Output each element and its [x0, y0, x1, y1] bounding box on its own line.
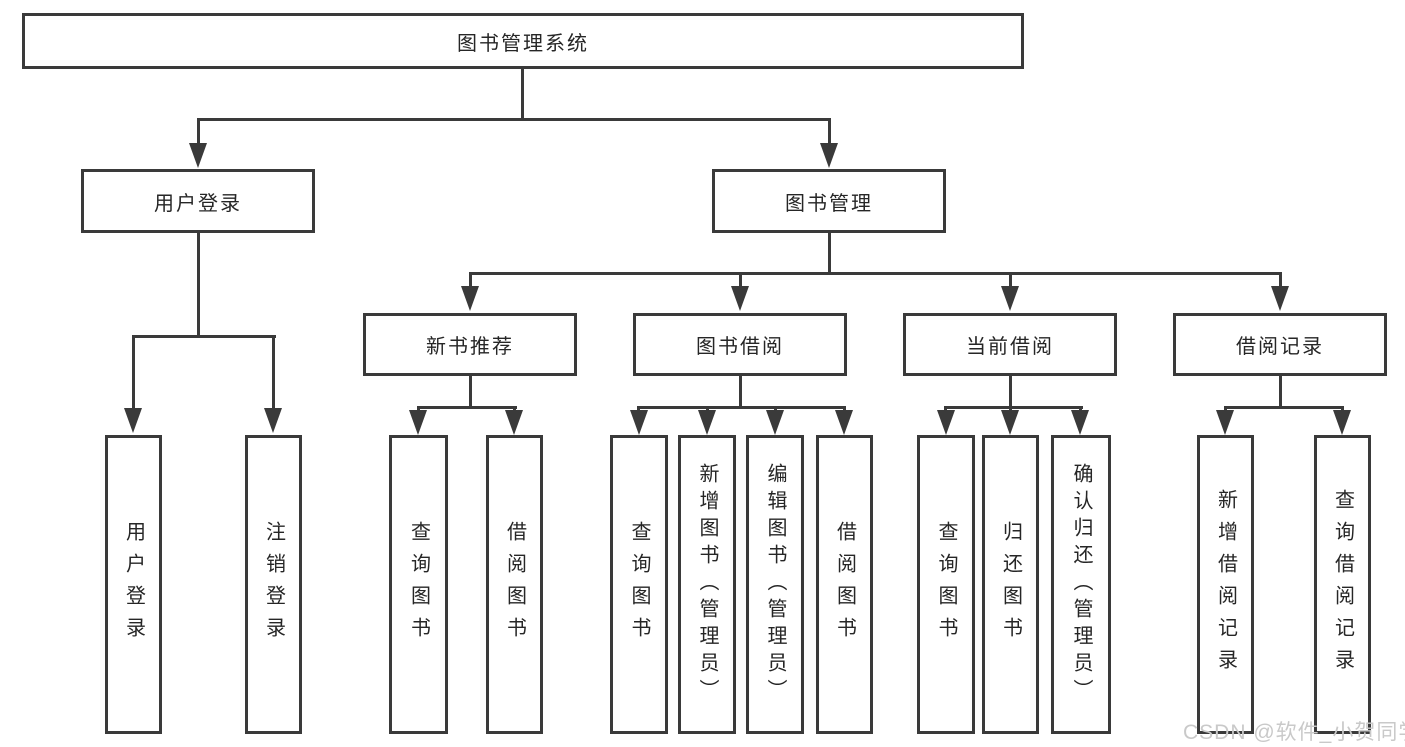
- node-leaf-query-borrow-record: 查询借阅记录: [1314, 435, 1371, 734]
- node-label: 归还图书: [999, 520, 1022, 649]
- node-leaf-add-borrow-record: 新增借阅记录: [1197, 435, 1254, 734]
- arrowhead-to-leaf-edit-books: [766, 410, 784, 435]
- connector-login-drop-2: [272, 335, 275, 410]
- node-label: 查询图书: [407, 520, 430, 649]
- node-borrow-records: 借阅记录: [1173, 313, 1387, 376]
- connector-mgmt-drop-4: [1279, 272, 1282, 287]
- arrowhead-to-leaf-return: [1001, 410, 1019, 435]
- connector-mgmt-stem: [828, 233, 831, 275]
- node-label: 新增借阅记录: [1214, 488, 1237, 681]
- node-label: 借阅图书: [833, 520, 856, 649]
- arrowhead-to-leaf-add-record: [1216, 410, 1234, 435]
- connector-borrow-stem: [739, 376, 742, 409]
- node-leaf-return-books: 归还图书: [982, 435, 1039, 734]
- arrowhead-to-borrow-records: [1271, 286, 1289, 311]
- connector-current-stem: [1009, 376, 1012, 409]
- csdn-watermark: CSDN @软件_小贺同学: [1183, 721, 1405, 744]
- node-new-book-recommend: 新书推荐: [363, 313, 577, 376]
- node-leaf-borrow-books: 借阅图书: [816, 435, 873, 734]
- arrowhead-to-leaf-query-3: [937, 410, 955, 435]
- connector-root-bar: [197, 118, 831, 121]
- arrowhead-to-leaf-query-1: [409, 410, 427, 435]
- connector-login-stem: [197, 233, 200, 337]
- node-label: 新书推荐: [426, 336, 514, 358]
- node-leaf-logout: 注销登录: [245, 435, 302, 734]
- arrowhead-to-book-borrow: [731, 286, 749, 311]
- node-label: 确认归还（管理员）: [1070, 463, 1092, 706]
- connector-records-stem: [1279, 376, 1282, 409]
- connector-current-bar: [944, 406, 1083, 409]
- node-leaf-add-books-admin: 新增图书（管理员）: [678, 435, 736, 734]
- node-book-management: 图书管理: [712, 169, 946, 233]
- arrowhead-to-leaf-query-2: [630, 410, 648, 435]
- node-library-system: 图书管理系统: [22, 13, 1024, 69]
- node-label: 注销登录: [262, 520, 285, 649]
- node-leaf-edit-books-admin: 编辑图书（管理员）: [746, 435, 804, 734]
- connector-root-stem: [521, 67, 524, 121]
- arrowhead-to-leaf-borrow-1: [505, 410, 523, 435]
- node-leaf-confirm-return-admin: 确认归还（管理员）: [1051, 435, 1111, 734]
- node-label: 用户登录: [122, 520, 145, 649]
- node-leaf-query-books-recommend: 查询图书: [389, 435, 448, 734]
- node-label: 用户登录: [154, 192, 242, 215]
- node-leaf-borrow-books-recommend: 借阅图书: [486, 435, 543, 734]
- node-user-login: 用户登录: [81, 169, 315, 233]
- connector-mgmt-bar: [469, 272, 1282, 275]
- arrowhead-to-leaf-user-login: [124, 408, 142, 433]
- connector-root-drop-right: [828, 118, 831, 146]
- node-book-borrow: 图书借阅: [633, 313, 847, 376]
- arrowhead-to-leaf-add-books: [698, 410, 716, 435]
- connector-root-drop-left: [197, 118, 200, 146]
- node-leaf-query-books-borrow: 查询图书: [610, 435, 668, 734]
- node-label: 图书管理: [785, 192, 873, 215]
- arrowhead-to-leaf-borrow-2: [835, 410, 853, 435]
- connector-borrow-bar: [637, 406, 846, 409]
- connector-mgmt-drop-1: [469, 272, 472, 287]
- node-label: 当前借阅: [966, 336, 1054, 358]
- connector-records-bar: [1224, 406, 1344, 409]
- arrowhead-to-leaf-query-record: [1333, 410, 1351, 435]
- node-current-borrow: 当前借阅: [903, 313, 1117, 376]
- arrowhead-to-leaf-logout: [264, 408, 282, 433]
- connector-mgmt-drop-3: [1009, 272, 1012, 287]
- node-label: 新增图书（管理员）: [696, 463, 718, 706]
- connector-recommend-bar: [417, 406, 517, 409]
- node-label: 图书借阅: [696, 336, 784, 358]
- arrowhead-to-new-book-recommend: [461, 286, 479, 311]
- connector-mgmt-drop-2: [739, 272, 742, 287]
- arrowhead-to-leaf-confirm-return: [1071, 410, 1089, 435]
- node-leaf-query-books-current: 查询图书: [917, 435, 975, 734]
- arrowhead-to-user-login: [189, 143, 207, 168]
- connector-login-bar: [132, 335, 276, 338]
- node-label: 查询图书: [935, 520, 957, 649]
- arrowhead-to-current-borrow: [1001, 286, 1019, 311]
- connector-login-drop-1: [132, 335, 135, 410]
- node-label: 编辑图书（管理员）: [764, 463, 786, 706]
- node-label: 查询图书: [628, 520, 650, 649]
- node-label: 图书管理系统: [457, 32, 589, 55]
- node-label: 查询借阅记录: [1331, 488, 1354, 681]
- node-label: 借阅图书: [503, 520, 526, 649]
- arrowhead-to-book-management: [820, 143, 838, 168]
- node-leaf-user-login: 用户登录: [105, 435, 162, 734]
- connector-recommend-stem: [469, 376, 472, 409]
- node-label: 借阅记录: [1236, 336, 1324, 358]
